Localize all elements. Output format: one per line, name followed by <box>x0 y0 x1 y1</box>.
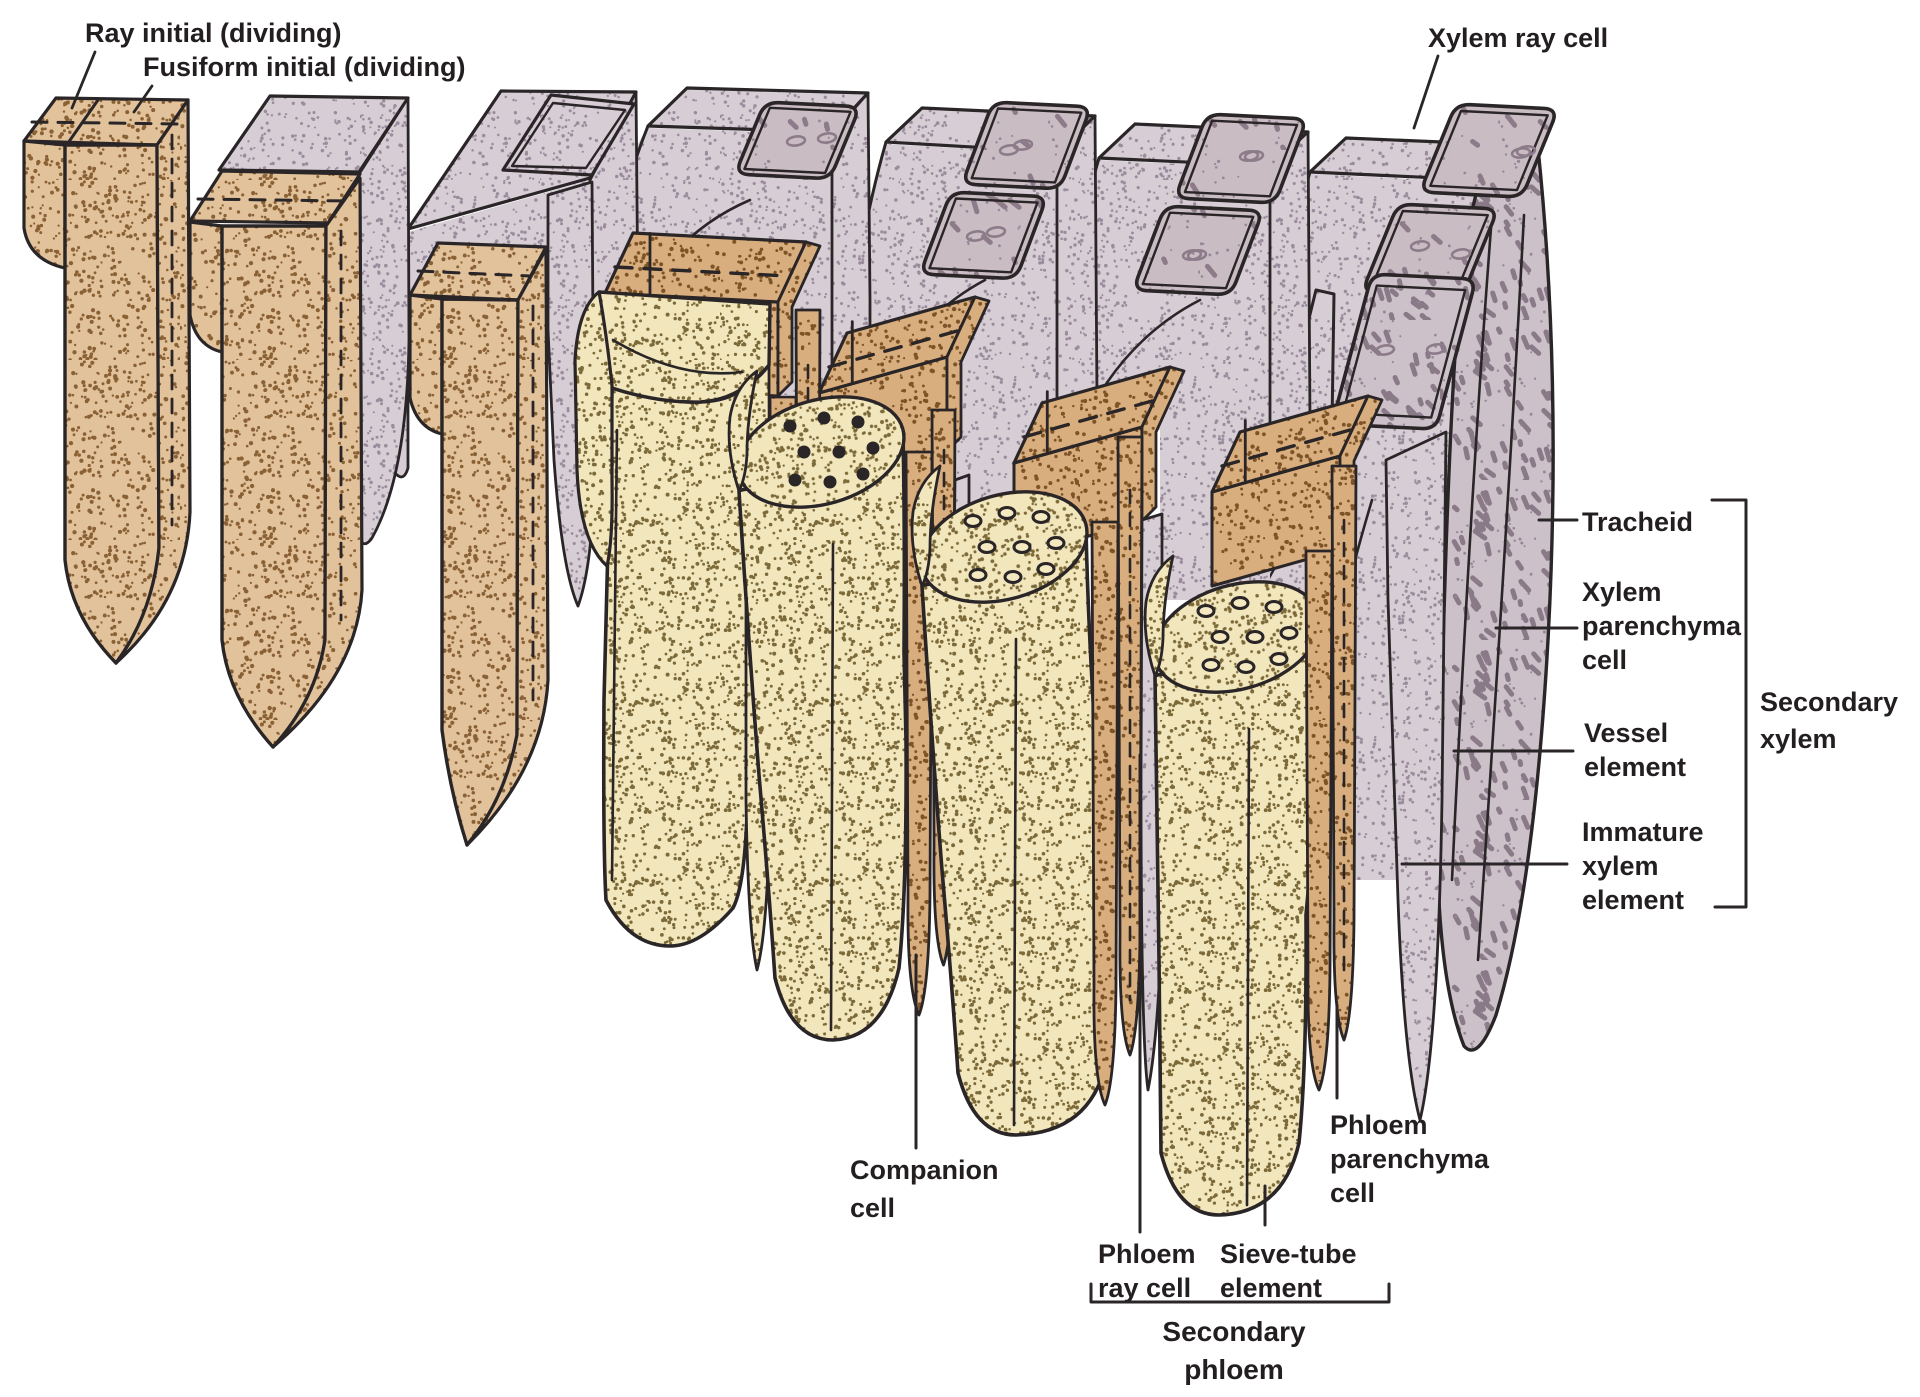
svg-text:Secondary: Secondary <box>1162 1316 1306 1347</box>
svg-text:Xylem ray cell: Xylem ray cell <box>1428 23 1608 53</box>
svg-text:Companion: Companion <box>850 1155 999 1185</box>
svg-text:ray cell: ray cell <box>1098 1273 1191 1303</box>
svg-text:element: element <box>1220 1273 1322 1303</box>
svg-text:Xylem: Xylem <box>1582 577 1662 607</box>
svg-text:Immature: Immature <box>1582 817 1704 847</box>
svg-text:xylem: xylem <box>1760 724 1837 754</box>
svg-text:cell: cell <box>850 1193 895 1223</box>
svg-text:element: element <box>1584 752 1686 782</box>
svg-text:Phloem: Phloem <box>1330 1110 1428 1140</box>
svg-text:parenchyma: parenchyma <box>1330 1144 1490 1174</box>
svg-text:Phloem: Phloem <box>1098 1239 1196 1269</box>
svg-text:parenchyma: parenchyma <box>1582 611 1742 641</box>
svg-text:cell: cell <box>1330 1178 1375 1208</box>
svg-text:Fusiform initial (dividing): Fusiform initial (dividing) <box>143 52 465 82</box>
svg-text:Secondary: Secondary <box>1760 687 1898 717</box>
svg-text:xylem: xylem <box>1582 851 1659 881</box>
svg-text:Ray initial (dividing): Ray initial (dividing) <box>85 18 342 48</box>
svg-text:cell: cell <box>1582 645 1627 675</box>
svg-text:phloem: phloem <box>1184 1354 1284 1385</box>
svg-text:Sieve-tube: Sieve-tube <box>1220 1239 1357 1269</box>
svg-text:element: element <box>1582 885 1684 915</box>
svg-text:Vessel: Vessel <box>1584 718 1668 748</box>
svg-text:Tracheid: Tracheid <box>1582 507 1693 537</box>
